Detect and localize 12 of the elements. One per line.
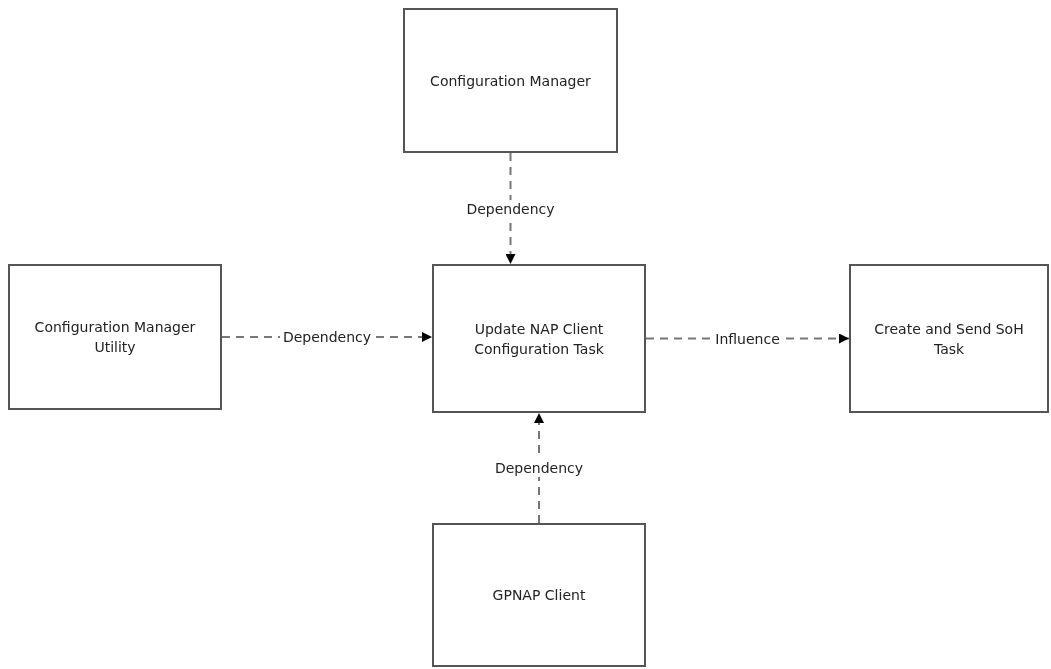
component-box	[849, 264, 1049, 413]
box-label: Update NAP Client Configuration Task	[473, 319, 605, 359]
dashed-arrow	[534, 412, 544, 524]
component-box	[403, 8, 618, 153]
box-label: Configuration Manager	[429, 71, 592, 91]
box-label: GPNAP Client	[491, 586, 587, 605]
component-box	[432, 264, 646, 413]
box-label: Configuration Manager Utility	[33, 318, 197, 357]
box-label: Create and Send SoH Task	[873, 319, 1025, 359]
component-box	[8, 264, 222, 410]
dashed-arrow	[505, 152, 516, 265]
component-box	[432, 523, 646, 667]
